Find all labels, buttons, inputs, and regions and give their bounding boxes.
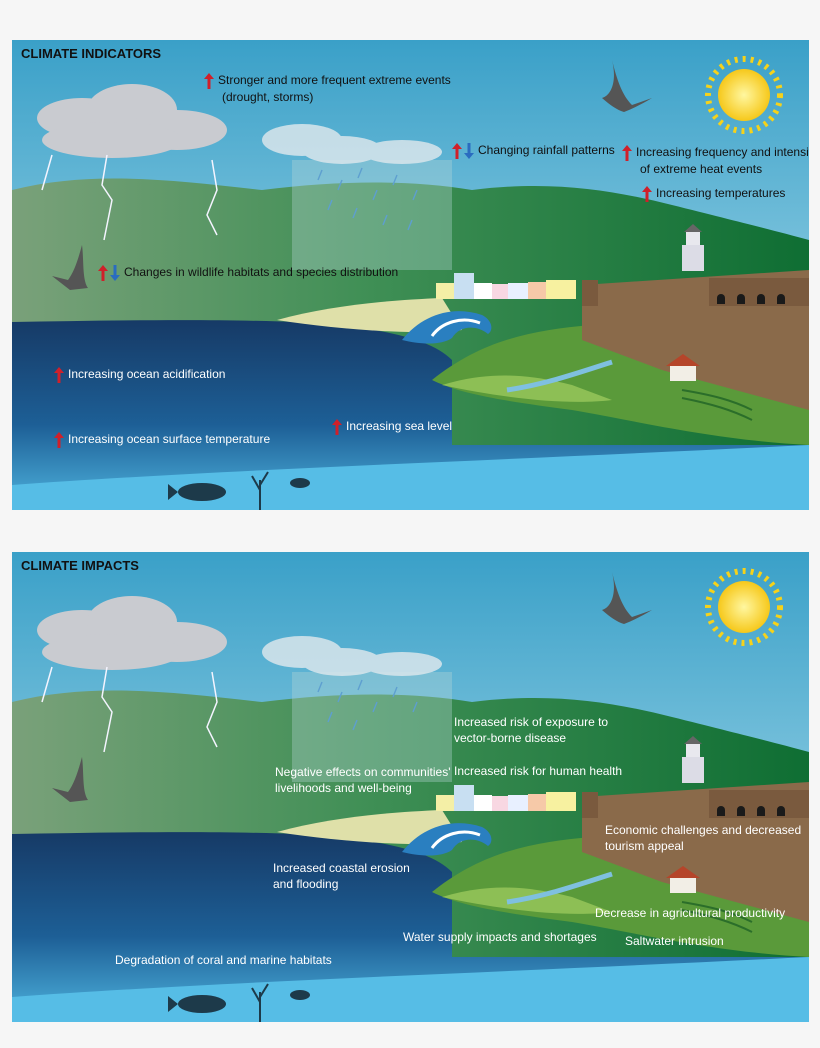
indicator-ocean-temperature: Increasing ocean surface temperature (54, 431, 270, 448)
up-arrow-icon (642, 185, 652, 202)
impact-text: Saltwater intrusion (625, 934, 724, 948)
up-arrow-icon (204, 72, 214, 89)
indicator-text: Increasing sea level (346, 419, 453, 433)
impact-text: Degradation of coral and marine habitats (115, 953, 332, 967)
indicator-text: Changing rainfall patterns (478, 143, 615, 157)
indicator-text: Increasing temperatures (656, 186, 786, 200)
climate-indicators-panel: CLIMATE INDICATORS Stronger and more fre… (12, 40, 809, 510)
impact-text-2: vector-borne disease (454, 731, 567, 745)
indicator-rainfall: Changing rainfall patterns (452, 142, 615, 159)
impact-human-health: Increased risk for human health (454, 763, 622, 779)
impact-text: Economic challenges and decreased (605, 823, 802, 837)
impact-water-supply: Water supply impacts and shortages (403, 929, 597, 945)
landscape-illustration (12, 552, 809, 1022)
indicator-text: Increasing ocean surface temperature (68, 432, 271, 446)
impact-saltwater: Saltwater intrusion (625, 933, 724, 949)
panel-title: CLIMATE INDICATORS (21, 46, 162, 61)
up-arrow-icon (332, 418, 342, 435)
up-arrow-icon (54, 366, 64, 383)
impact-economic: Economic challenges and decreased touris… (605, 822, 801, 854)
impact-text: Increased risk of exposure to (454, 715, 609, 729)
indicator-text: Stronger and more frequent extreme event… (218, 73, 451, 87)
indicator-sea-level: Increasing sea level (332, 418, 452, 435)
up-down-arrows-icon (452, 142, 474, 159)
indicator-text-2: (drought, storms) (222, 89, 314, 104)
impact-vector-borne: Increased risk of exposure to vector-bor… (454, 714, 608, 746)
panel-title: CLIMATE IMPACTS (21, 558, 139, 573)
indicator-heat-events: Increasing frequency and intensity of ex… (622, 144, 809, 177)
climate-impacts-panel: CLIMATE IMPACTS Increased risk of exposu… (12, 552, 809, 1022)
landscape-illustration (12, 40, 809, 510)
impact-text-2: livelihoods and well-being (275, 781, 412, 795)
indicator-text: Increasing frequency and intensity (636, 145, 809, 159)
indicator-extreme-events: Stronger and more frequent extreme event… (204, 72, 451, 105)
impact-text-2: and flooding (273, 877, 339, 891)
impact-text: Increased coastal erosion (273, 861, 410, 875)
up-arrow-icon (622, 144, 632, 161)
indicator-ocean-acidification: Increasing ocean acidification (54, 366, 225, 383)
indicator-wildlife: Changes in wildlife habitats and species… (98, 264, 398, 281)
impact-communities: Negative effects on communities' livelih… (275, 764, 451, 796)
up-arrow-icon (54, 431, 64, 448)
indicator-text: Changes in wildlife habitats and species… (124, 265, 399, 279)
impact-text: Decrease in agricultural productivity (595, 906, 786, 920)
impact-coastal-erosion: Increased coastal erosion and flooding (273, 860, 410, 892)
indicator-text: Increasing ocean acidification (68, 367, 226, 381)
impact-agriculture: Decrease in agricultural productivity (595, 905, 785, 921)
indicator-text-2: of extreme heat events (640, 161, 763, 176)
impact-text-2: tourism appeal (605, 839, 684, 853)
indicator-temperatures: Increasing temperatures (642, 185, 785, 202)
up-down-arrows-icon (98, 264, 120, 281)
impact-text: Increased risk for human health (454, 764, 623, 778)
impact-text: Water supply impacts and shortages (403, 930, 597, 944)
impact-coral: Degradation of coral and marine habitats (115, 952, 332, 968)
impact-text: Negative effects on communities' (275, 765, 451, 779)
